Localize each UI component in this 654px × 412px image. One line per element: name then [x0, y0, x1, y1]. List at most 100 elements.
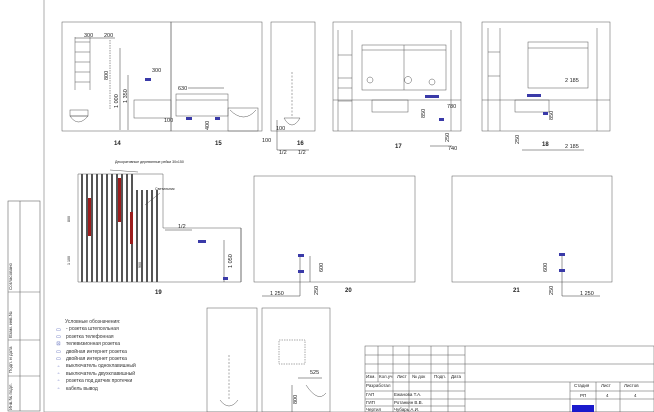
stamp-name: Ротанкин В.В.	[394, 400, 423, 405]
view-18-label: 18	[542, 142, 549, 148]
legend-item-label: розетка телефонная	[66, 333, 114, 340]
view-15-dim-3: 400	[205, 121, 211, 130]
view-14-dim-5: 1 000	[114, 94, 120, 108]
view-19-dim-2: 1 050	[228, 254, 234, 268]
stamp-sheets: 4	[634, 393, 637, 398]
view-17-dim-1: 850	[421, 109, 427, 118]
stamp-header-rev: Изм.	[366, 374, 376, 379]
view-15-dim-2: 100	[164, 118, 173, 124]
view-18-dim-1: 2 185	[565, 78, 579, 84]
stamp-name: Чубарь А.И.	[394, 407, 420, 412]
legend-item: ▫ кабель вывод	[55, 386, 136, 393]
stamp-role: Разработал	[366, 383, 391, 388]
view-18-dim-3: 850	[549, 111, 555, 120]
stamp-header-sign: Подп.	[434, 374, 446, 379]
side-label-agreed: Согласовано	[8, 262, 13, 290]
stamp-role: Чертил	[366, 407, 382, 412]
legend-item: ⊡ телевизионная розетка	[55, 341, 136, 348]
stamp-header-qty: Кол.уч	[379, 374, 393, 379]
view-18-sockets	[527, 94, 548, 115]
view-15	[170, 21, 263, 132]
view-14-dim-2: 200	[104, 33, 113, 39]
side-label-orig-inv: Инв.№ подл.	[8, 383, 13, 410]
phone-socket-icon: ▭	[56, 333, 61, 340]
side-label-sign-date: Подп. и дата	[8, 346, 13, 373]
view-21-dim-3: 1 250	[580, 291, 594, 297]
view-22-23	[206, 307, 331, 412]
view-17	[332, 21, 462, 147]
view-20-dim-1: 600	[319, 263, 325, 272]
view-14	[61, 21, 172, 132]
view-17-dim-2: 780	[447, 104, 456, 110]
view-16	[270, 21, 316, 151]
view-21-label: 21	[513, 288, 520, 294]
view-18	[481, 21, 611, 151]
view-19-dim-4: 800	[67, 216, 71, 222]
view-19-note-lamp: Светильник	[155, 187, 175, 191]
view-16-dim-4: 100	[276, 126, 285, 132]
legend-item: ▫ выключатель двухклавишный	[55, 371, 136, 378]
legend-item-label: розетка под датчик протечки	[66, 378, 133, 385]
stamp-sheets-header: Листов	[624, 383, 639, 388]
view-15-sockets	[186, 117, 220, 120]
view-17-sockets	[425, 95, 444, 121]
stamp-stage-header: Стадия	[574, 383, 590, 388]
legend-item-label: - розетка штепсельная	[66, 326, 119, 333]
legend-item-label: двойная интернет розетка	[66, 355, 127, 362]
lamp-strips	[88, 178, 133, 244]
view-20-dim-2: 250	[314, 286, 320, 295]
view-14-dim-1: 300	[84, 33, 93, 39]
stamp-stage: РП	[580, 393, 587, 398]
view-22-dim: 525	[310, 370, 319, 376]
view-17-dim-3: 250	[445, 133, 451, 142]
view-15-dim-1: 630	[178, 86, 187, 92]
view-18-dim-2: 250	[515, 135, 521, 144]
stamp-header-date: Дата	[451, 374, 461, 379]
double-switch-icon: ▫	[57, 370, 60, 377]
view-21-sockets	[559, 253, 565, 272]
view-14-sockets	[145, 78, 151, 81]
stamp-header-sheet: Лист	[397, 374, 407, 379]
single-switch-icon: ▫	[57, 363, 60, 370]
double-internet-socket-icon: ▭	[56, 348, 61, 355]
view-16-label: 16	[297, 141, 304, 147]
stamp-sheet: 4	[606, 393, 609, 398]
legend-item: ▭ розетка телефонная	[55, 334, 136, 341]
double-internet-socket-icon: ▭	[56, 356, 61, 363]
stamp-header-doc: № док	[412, 374, 426, 379]
cable-outlet-icon: ▫	[57, 385, 60, 392]
legend-item: ▭ двойная интернет розетка	[55, 349, 136, 356]
socket-icon: ▭	[56, 326, 61, 333]
view-19-label: 19	[155, 290, 162, 296]
view-20	[253, 175, 416, 297]
view-19-sockets	[198, 240, 228, 280]
view-19-note-slats: Декоративные деревянные рейки 30x150	[115, 160, 184, 164]
sensor-socket-icon: ▫	[57, 378, 60, 385]
view-21-dim-1: 600	[543, 263, 549, 272]
view-16-dim-1: 100	[262, 138, 271, 144]
view-15-label: 15	[215, 141, 222, 147]
side-label-replace-inv: Взам. инв.№	[8, 311, 13, 338]
view-14-dim-3: 300	[152, 68, 161, 74]
legend-item-label: выключатель одноклавишный	[66, 363, 136, 370]
legend-item-label: выключатель двухклавишный	[66, 370, 136, 377]
view-19-dim-5: 900	[138, 262, 142, 268]
stamp-sheet-header: Лист	[601, 383, 611, 388]
stamp-name: Ежанова Т.А.	[394, 392, 422, 397]
side-stamp-grid	[7, 200, 41, 412]
stage-highlight	[572, 405, 594, 412]
stamp-role: ГАП	[366, 392, 375, 397]
tv-socket-icon: ⊡	[56, 341, 61, 348]
legend-item-label: двойная интернет розетка	[66, 348, 127, 355]
view-19	[77, 173, 242, 283]
stamp-role: ГИП	[366, 400, 375, 405]
view-14-dim-6: 1 350	[123, 89, 129, 103]
view-22-dim-2: 800	[293, 395, 299, 404]
view-20-sockets	[298, 254, 304, 273]
view-17-label: 17	[395, 144, 402, 150]
legend-item-label: телевизионная розетка	[66, 341, 120, 348]
view-18-dim-4: 2 185	[565, 144, 579, 150]
legend-item: ▫ выключатель одноклавишный	[55, 363, 136, 370]
view-20-label: 20	[345, 288, 352, 294]
